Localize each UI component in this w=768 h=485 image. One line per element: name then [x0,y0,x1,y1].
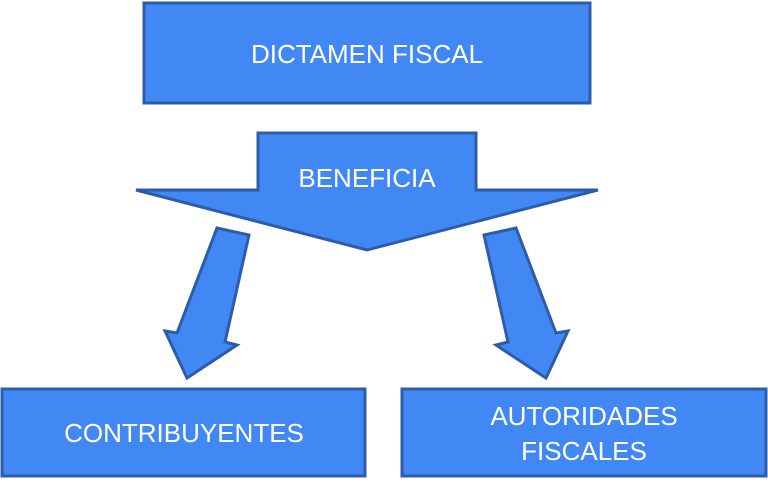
dictamen-fiscal-box [142,1,592,105]
contribuyentes-label: CONTRIBUYENTES [64,418,304,448]
autoridades-fiscales-box [400,387,768,478]
contribuyentes-node: CONTRIBUYENTES [0,387,367,478]
beneficia-label: BENEFICIA [298,163,436,193]
right-down-arrow [482,226,571,381]
dictamen-fiscal-label: DICTAMEN FISCAL [251,39,483,69]
beneficia-arrow: BENEFICIA [135,131,599,252]
autoridades-label-line1: AUTORIDADES [490,401,677,431]
beneficia-arrow-shape [135,131,599,252]
dictamen-fiscal-node: DICTAMEN FISCAL [142,1,592,105]
autoridades-fiscales-node: AUTORIDADES FISCALES [400,387,768,478]
fiscales-label-line2: FISCALES [521,436,647,466]
left-down-arrow [162,226,251,381]
contribuyentes-box [0,387,367,478]
